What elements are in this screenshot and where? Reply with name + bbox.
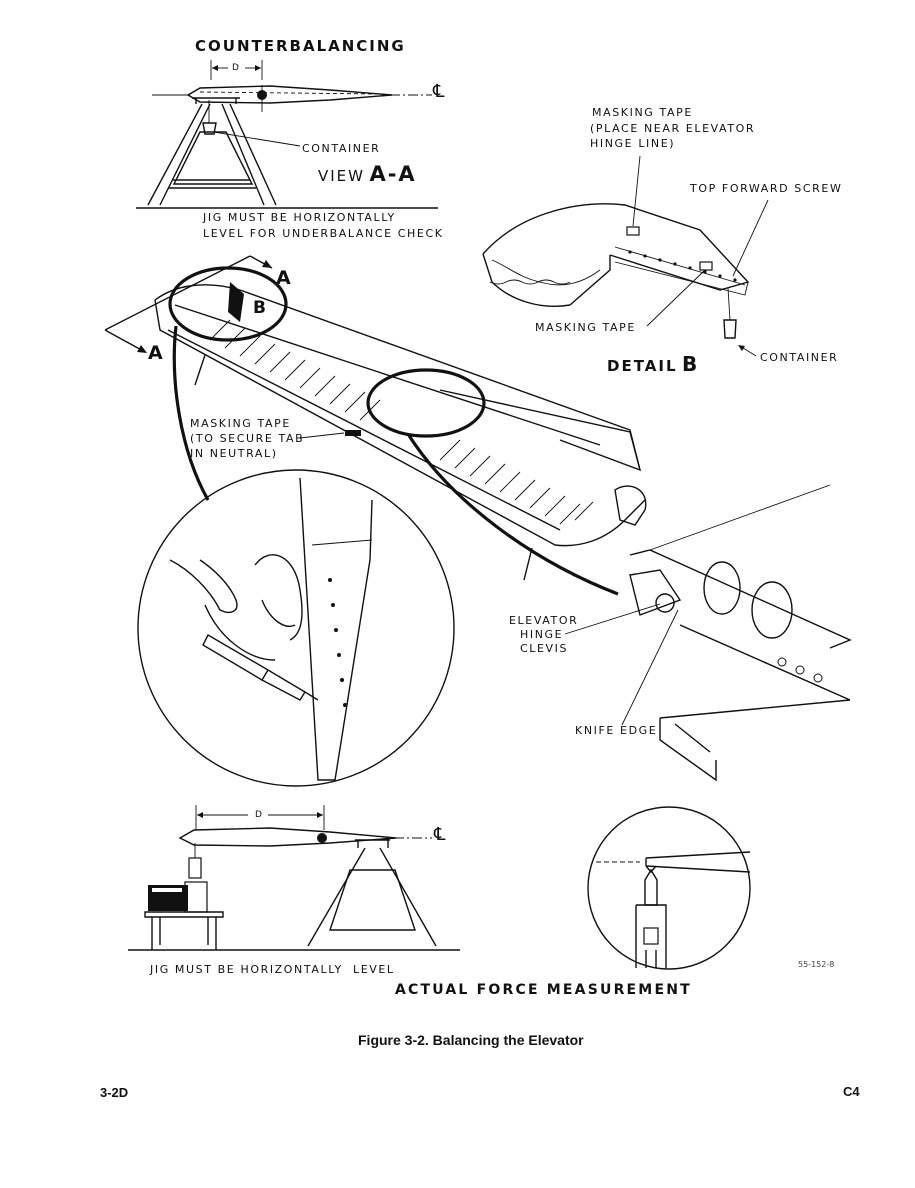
detail-b-drawing (482, 155, 769, 357)
view-aa-note-line1: JIG MUST BE HORIZONTALLY (203, 211, 396, 224)
counterbalancing-title: COUNTERBALANCING (195, 37, 406, 55)
change-number: C4 (843, 1084, 860, 1099)
force-dimension-d: D (255, 810, 262, 820)
hinge-clevis-line1: ELEVATOR (509, 614, 579, 627)
elevator-main-drawing (104, 255, 647, 596)
detail-b-tape-line3: HINGE LINE) (590, 137, 676, 150)
hand-inset-drawing (137, 469, 455, 787)
detail-b-tape-lower-label: MASKING TAPE (535, 321, 636, 334)
force-measurement-title: ACTUAL FORCE MEASUREMENT (395, 982, 692, 998)
hinge-clevis-drawing (564, 484, 852, 782)
view-aa-container-label: CONTAINER (302, 142, 381, 155)
view-aa-dimension-d: D (232, 63, 239, 73)
figure-caption: Figure 3-2. Balancing the Elevator (358, 1032, 584, 1048)
detail-b-tape-line2: (PLACE NEAR ELEVATOR (590, 122, 756, 135)
view-aa-note-line2: LEVEL FOR UNDERBALANCE CHECK (203, 227, 444, 240)
section-a-top-marker: A (276, 267, 293, 289)
tab-tape-line3: IN NEUTRAL) (190, 447, 278, 460)
section-a-left-marker: A (148, 342, 165, 364)
drawing-reference-number: 55-152-8 (798, 960, 835, 969)
force-jig-note: JIG MUST BE HORIZONTALLY LEVEL (150, 963, 395, 976)
hinge-clevis-line2: HINGE (520, 628, 564, 641)
view-aa-centerline-symbol: ℄ (433, 81, 445, 102)
hinge-clevis-line3: CLEVIS (520, 642, 569, 655)
detail-b-heading: DETAIL B (607, 352, 697, 376)
detail-b-screw-label: TOP FORWARD SCREW (690, 182, 843, 195)
knife-edge-detail-drawing (587, 806, 751, 970)
view-aa-drawing (136, 60, 438, 209)
force-centerline-symbol: ℄ (434, 824, 446, 845)
tab-tape-line1: MASKING TAPE (190, 417, 291, 430)
detail-b-marker: B (253, 298, 268, 318)
knife-edge-label: KNIFE EDGE (575, 724, 658, 737)
detail-b-id: B (681, 352, 698, 376)
view-aa-view-id: A-A (369, 162, 417, 186)
detail-b-container-label: CONTAINER (760, 351, 839, 364)
tab-tape-line2: (TO SECURE TAB (190, 432, 305, 445)
page-number: 3-2D (100, 1085, 129, 1100)
force-measurement-drawing (128, 805, 460, 951)
detail-b-word: DETAIL (607, 357, 678, 375)
view-aa-view-word: VIEW (318, 167, 365, 185)
view-aa-heading: VIEW A-A (318, 162, 417, 186)
detail-b-tape-line1: MASKING TAPE (592, 106, 693, 119)
